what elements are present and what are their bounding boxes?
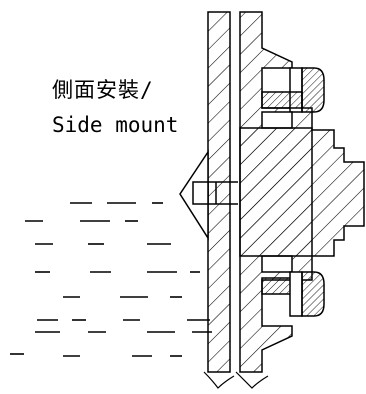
- mounting-spud: [179, 149, 238, 241]
- liquid-level-dashes: [10, 202, 212, 357]
- label-side-mount-zh: 側面安裝/: [52, 78, 154, 102]
- center-shaft: [239, 127, 313, 257]
- tank-wall-outer: [203, 11, 235, 389]
- label-side-mount-en: Side mount: [52, 113, 179, 137]
- lower-bolt: [261, 255, 325, 317]
- upper-bolt: [261, 67, 325, 129]
